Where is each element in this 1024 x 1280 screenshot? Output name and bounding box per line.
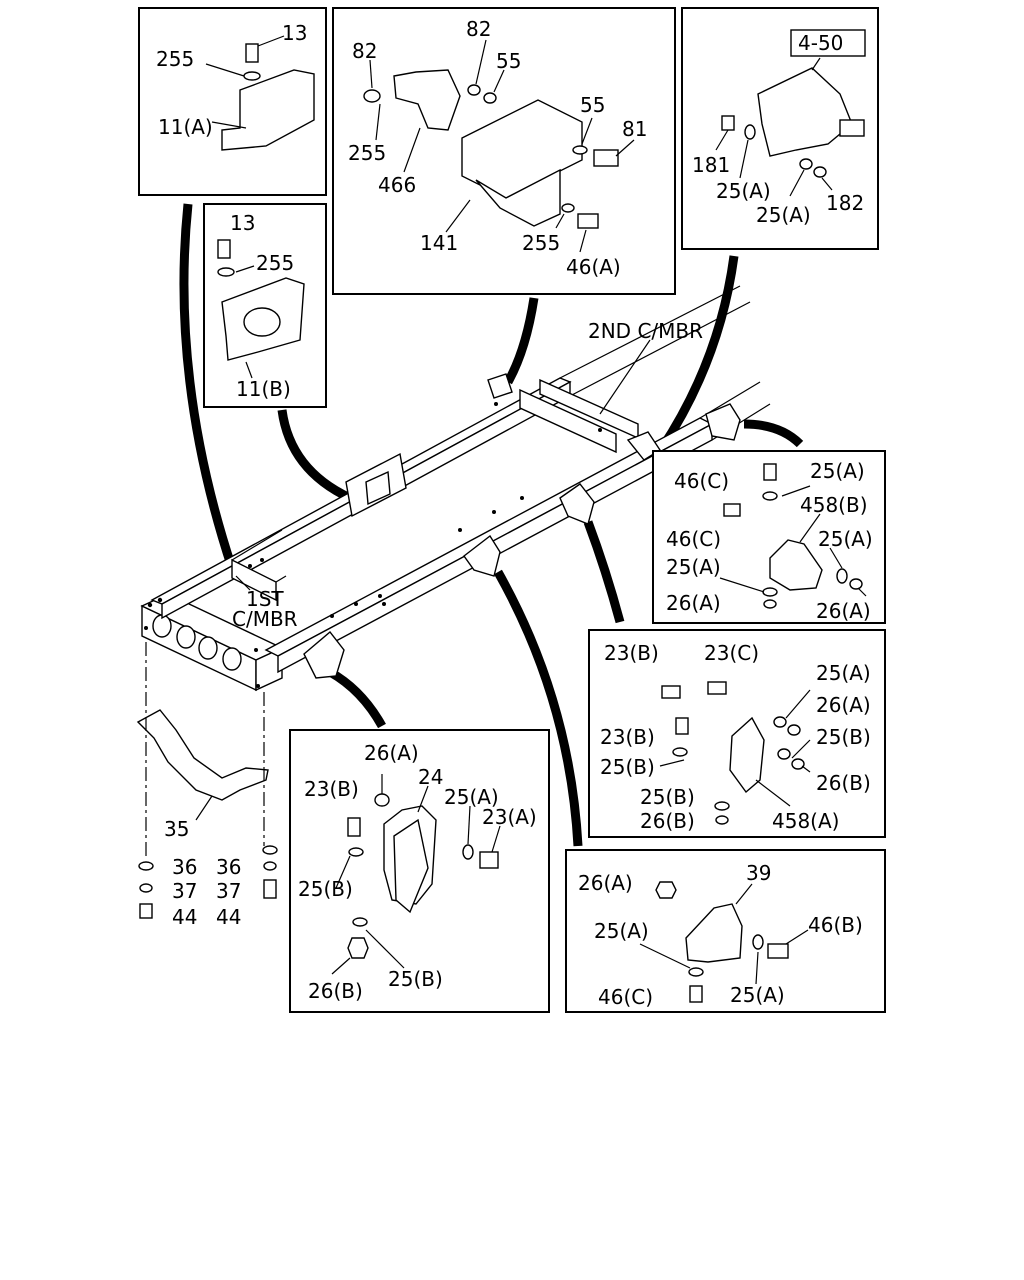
callout-39: 39 (746, 861, 771, 885)
callout-26a: 26(A) (816, 693, 871, 717)
inset-141: 82 82 55 55 81 255 466 141 255 46(A) (332, 7, 676, 295)
callout-255: 255 (156, 47, 194, 71)
inset-458a: 23(B) 23(C) 25(A) 26(A) 23(B) 25(B) 25(B… (588, 629, 886, 838)
callout-25a: 25(A) (810, 459, 865, 483)
frame-brackets (303, 373, 741, 679)
label-c-mbr: C/MBR (232, 607, 298, 631)
callout-13: 13 (282, 21, 307, 45)
callout-13: 13 (230, 211, 255, 235)
callout-55: 55 (580, 93, 605, 117)
callout-181: 181 (692, 153, 730, 177)
callout-82: 82 (352, 39, 377, 63)
callout-25b: 25(B) (298, 877, 353, 901)
callout-46c: 46(C) (598, 985, 653, 1009)
callout-35: 35 (164, 817, 189, 841)
callout-23b: 23(B) (304, 777, 359, 801)
callout-11a: 11(A) (158, 115, 213, 139)
callout-46a: 46(A) (566, 255, 621, 279)
callout-36-left: 36 (172, 855, 197, 879)
callout-23a: 23(A) (482, 805, 537, 829)
callout-25a: 25(A) (816, 661, 871, 685)
callout-23b: 23(B) (600, 725, 655, 749)
callout-458a: 458(A) (772, 809, 839, 833)
callout-46c: 46(C) (674, 469, 729, 493)
callout-44-right: 44 (216, 905, 241, 929)
callout-25a: 25(A) (594, 919, 649, 943)
callout-26b: 26(B) (308, 979, 363, 1003)
inset-39: 26(A) 39 25(A) 46(B) 46(C) 25(A) (565, 849, 886, 1013)
callout-25a: 25(A) (730, 983, 785, 1007)
callout-255: 255 (256, 251, 294, 275)
rail-holes (144, 402, 602, 688)
callout-37-right: 37 (216, 879, 241, 903)
callout-24: 24 (418, 765, 443, 789)
callout-82: 82 (466, 17, 491, 41)
callout-11b: 11(B) (236, 377, 291, 401)
callout-44-left: 44 (172, 905, 197, 929)
inset-458b: 46(C) 25(A) 458(B) 46(C) 25(A) 25(A) 26(… (652, 450, 886, 624)
callout-25b: 25(B) (816, 725, 871, 749)
callout-37-left: 37 (172, 879, 197, 903)
callout-25a: 25(A) (756, 203, 811, 227)
inset-11b: 13 255 11(B) (203, 203, 327, 408)
callout-26b: 26(B) (816, 771, 871, 795)
callout-55: 55 (496, 49, 521, 73)
callout-25b: 25(B) (600, 755, 655, 779)
callout-46b: 46(B) (808, 913, 863, 937)
label-2nd-c-mbr: 2ND C/MBR (588, 319, 703, 343)
callout-25a: 25(A) (716, 179, 771, 203)
inset-24: 26(A) 23(B) 24 25(A) 23(A) 25(B) 26(B) 2… (289, 729, 550, 1013)
callout-466: 466 (378, 173, 416, 197)
callout-255: 255 (522, 231, 560, 255)
callout-255: 255 (348, 141, 386, 165)
leader-arcs (179, 203, 804, 847)
callout-25b: 25(B) (640, 785, 695, 809)
inset-11a: 13 255 11(A) (138, 7, 327, 196)
callout-182: 182 (826, 191, 864, 215)
inset-4-50: 4-50 181 25(A) 25(A) 182 (681, 7, 879, 250)
callout-26a: 26(A) (364, 741, 419, 765)
cross-member-35: 35 36 37 44 36 37 44 (136, 642, 278, 929)
callout-26a: 26(A) (816, 599, 871, 623)
callout-36-right: 36 (216, 855, 241, 879)
callout-46c: 46(C) (666, 527, 721, 551)
label-1st: 1ST (246, 587, 284, 611)
callout-25a: 25(A) (818, 527, 873, 551)
callout-26b: 26(B) (640, 809, 695, 833)
callout-81: 81 (622, 117, 647, 141)
reference-4-50: 4-50 (798, 31, 843, 55)
callout-26a: 26(A) (578, 871, 633, 895)
callout-458b: 458(B) (800, 493, 868, 517)
callout-23c: 23(C) (704, 641, 759, 665)
callout-25b: 25(B) (388, 967, 443, 991)
callout-26a: 26(A) (666, 591, 721, 615)
callout-23b: 23(B) (604, 641, 659, 665)
callout-141: 141 (420, 231, 458, 255)
callout-25a: 25(A) (444, 785, 499, 809)
callout-25a: 25(A) (666, 555, 721, 579)
